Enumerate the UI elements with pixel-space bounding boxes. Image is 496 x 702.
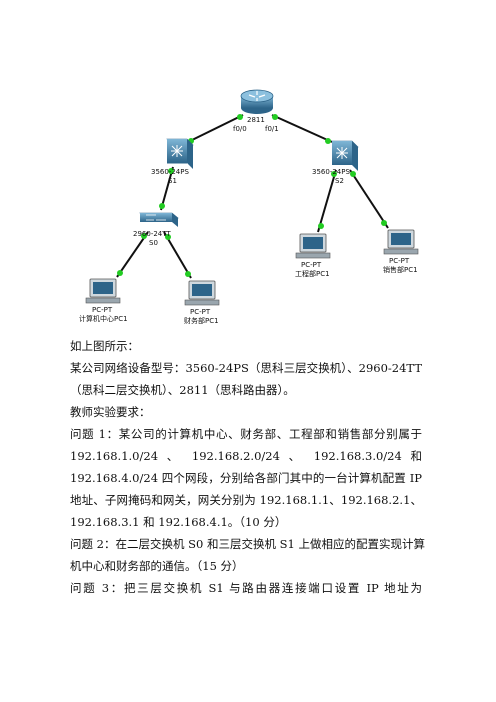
pc-finance-type: PC-PT bbox=[190, 308, 211, 316]
caption: 如上图所示： bbox=[70, 339, 139, 353]
pc-engineering-type: PC-PT bbox=[301, 261, 322, 269]
link-router-s1 bbox=[187, 114, 244, 143]
pc-compcenter-name: 计算机中心PC1 bbox=[79, 315, 128, 323]
pc-icon-sales bbox=[383, 229, 419, 255]
pc-icon-engineering bbox=[295, 233, 331, 259]
router-model-label: 2811 bbox=[247, 116, 265, 124]
topology-svg bbox=[85, 89, 419, 306]
question-3-line: 问题 3：把三层交换机 S1 与路由器连接端口设置 IP 地址为 bbox=[70, 581, 422, 595]
pc-compcenter-type: PC-PT bbox=[92, 306, 113, 314]
paragraph-line: 某公司网络设备型号：3560-24PS（思科三层交换机）、2960-24TT bbox=[70, 361, 422, 375]
router-icon bbox=[240, 89, 274, 114]
question-2-line: 机中心和财务部的通信。（15 分） bbox=[70, 559, 244, 573]
link-router-s2 bbox=[271, 114, 333, 143]
question-1-line: 192.168.3.1 和 192.168.4.1。（10 分） bbox=[70, 515, 287, 529]
s1-model-label: 3560-24PS bbox=[151, 168, 189, 176]
multilayer-switch-icon-s1 bbox=[166, 138, 194, 169]
s2-name-label: S2 bbox=[335, 177, 344, 185]
question-1-line: 地址、子网掩码和网关，网关分别为 192.168.1.1、192.168.2.1… bbox=[70, 493, 422, 507]
link-status-dots bbox=[117, 114, 387, 277]
paragraph-line: （思科二层交换机）、2811（思科路由器）。 bbox=[70, 383, 295, 397]
section-heading: 教师实验要求： bbox=[70, 405, 151, 419]
link-s1-s0 bbox=[160, 166, 174, 211]
pc-sales-name: 销售部PC1 bbox=[383, 266, 418, 274]
question-1-line: 192.168.4.0/24 四个网段，分别给各部门其中的一台计算机配置 IP bbox=[70, 471, 422, 485]
link-dot bbox=[168, 168, 174, 174]
links bbox=[116, 114, 389, 279]
s2-model-label: 3560-24PS bbox=[312, 168, 350, 176]
question-1-line: 192.168.1.0/24 、 192.168.2.0/24 、 192.16… bbox=[70, 449, 422, 463]
link-dot bbox=[325, 138, 331, 144]
link-dot bbox=[237, 114, 243, 120]
link-s2-engineering bbox=[317, 169, 337, 233]
link-s0-compcenter bbox=[116, 231, 149, 278]
pc-icon-compcenter bbox=[85, 278, 121, 304]
s0-model-label: 2960-24TT bbox=[133, 230, 171, 238]
pc-sales-type: PC-PT bbox=[389, 257, 410, 265]
link-dot bbox=[350, 171, 356, 177]
link-dot bbox=[272, 114, 278, 120]
s1-name-label: S1 bbox=[168, 177, 177, 185]
document-body: 如上图所示： 某公司网络设备型号：3560-24PS（思科三层交换机）、2960… bbox=[70, 335, 425, 599]
router-port-f0-1: f0/1 bbox=[265, 125, 279, 133]
link-dot bbox=[331, 171, 337, 177]
link-dot bbox=[117, 270, 123, 276]
s0-name-label: S0 bbox=[149, 239, 158, 247]
switch-icon-s0 bbox=[139, 212, 179, 227]
question-2-line: 问题 2：在二层交换机 S0 和三层交换机 S1 上做相应的配置实现计算 bbox=[70, 537, 425, 551]
question-1-line: 问题 1：某公司的计算机中心、财务部、工程部和销售部分别属于 bbox=[70, 427, 422, 441]
pc-icon-finance bbox=[184, 280, 220, 306]
link-dot bbox=[318, 223, 324, 229]
link-s2-sales bbox=[349, 169, 389, 229]
router-port-f0-0: f0/0 bbox=[233, 125, 247, 133]
link-dot bbox=[159, 203, 165, 209]
multilayer-switch-icon-s2 bbox=[331, 140, 359, 171]
pc-engineering-name: 工程部PC1 bbox=[295, 270, 330, 278]
link-dot bbox=[141, 233, 147, 239]
link-dot bbox=[185, 271, 191, 277]
link-dot bbox=[381, 220, 387, 226]
pc-finance-name: 财务部PC1 bbox=[184, 317, 219, 325]
network-topology-diagram: 2811 f0/0 f0/1 3560-24PS S1 3560-24PS S2… bbox=[60, 82, 440, 332]
link-dot bbox=[165, 234, 171, 240]
